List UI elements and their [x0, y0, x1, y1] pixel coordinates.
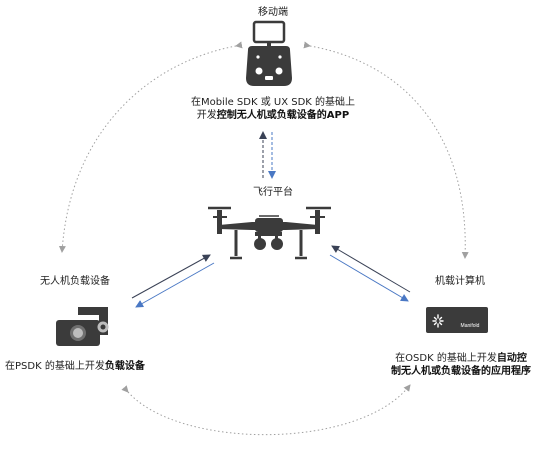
arc-payload-to-onboard — [121, 384, 411, 436]
onboard-description-line-2: 制无人机或负载设备的应用程序 — [391, 366, 531, 377]
drone-icon — [208, 206, 331, 260]
onboard-platform-arrows — [329, 245, 411, 302]
manifold-computer-icon: Manifold — [426, 307, 488, 333]
arrow-platform-to-onboard — [329, 254, 409, 302]
gimbal-camera-icon — [56, 307, 109, 346]
mobile-description-line-1: 在Mobile SDK 或 UX SDK 的基础上 — [190, 97, 356, 108]
platform-node-title: 飞行平台 — [253, 187, 293, 198]
mobile-node-title: 移动端 — [258, 7, 288, 18]
arrow-onboard-to-platform — [331, 245, 411, 293]
mobile-node-description: 在Mobile SDK 或 UX SDK 的基础上 开发控制无人机或负载设备的A… — [153, 96, 393, 122]
dotted-connection-arcs — [58, 41, 469, 436]
onboard-node-title: 机载计算机 — [435, 276, 485, 287]
arc-mobile-to-onboard — [303, 41, 469, 259]
onboard-description-line-1: 在OSDK 的基础上开发自动控 — [378, 352, 544, 365]
onboard-description-highlight-1: 自动控 — [496, 353, 527, 364]
payload-node-description: 在PSDK 的基础上开发负载设备 — [5, 360, 145, 373]
remote-controller-icon — [246, 20, 292, 86]
onboard-description-prefix: 在OSDK 的基础上开发 — [395, 353, 497, 364]
mobile-description-highlight: 控制无人机或负载设备的APP — [216, 110, 350, 121]
manifold-brand-text: Manifold — [461, 323, 480, 329]
mobile-platform-arrows — [259, 131, 276, 179]
arrow-platform-to-payload — [135, 262, 215, 308]
mobile-description-line-2: 开发控制无人机或负载设备的APP — [153, 109, 393, 122]
payload-node-title: 无人机负载设备 — [40, 276, 110, 287]
mobile-description-prefix: 开发 — [196, 110, 217, 121]
payload-platform-arrows — [131, 254, 215, 308]
payload-description-highlight: 负载设备 — [104, 361, 145, 372]
arc-mobile-to-payload — [58, 41, 243, 253]
arrow-payload-to-platform — [131, 254, 211, 299]
onboard-node-description: 在OSDK 的基础上开发自动控 制无人机或负载设备的应用程序 — [378, 352, 544, 378]
payload-description-prefix: 在PSDK 的基础上开发 — [5, 361, 105, 372]
